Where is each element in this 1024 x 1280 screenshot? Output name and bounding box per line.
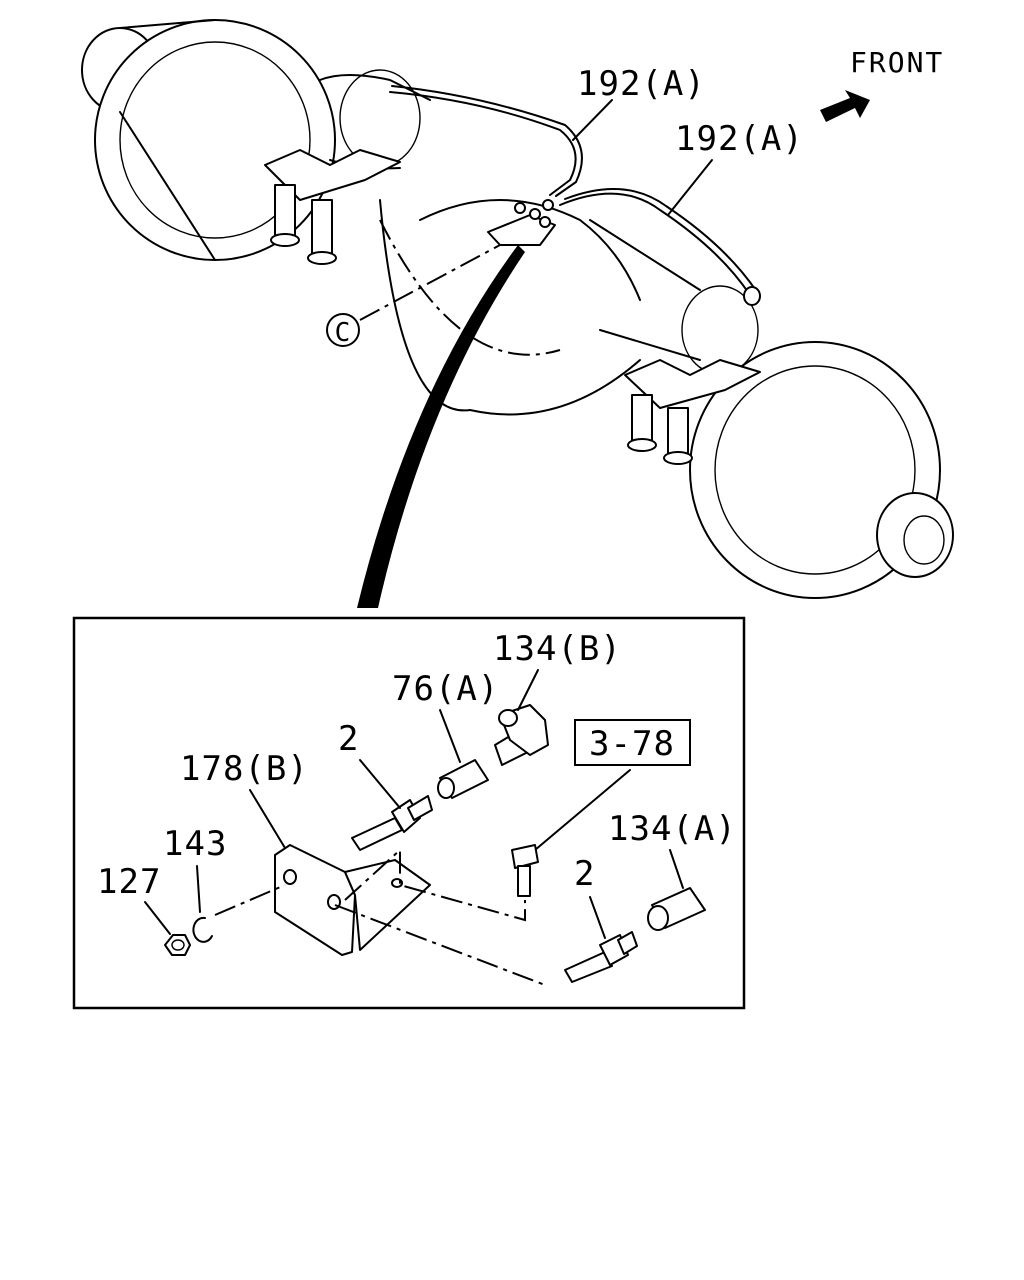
ref-box-label: 3-78: [589, 724, 675, 764]
leader-union-left: [359, 759, 401, 809]
front-label: FRONT: [850, 46, 944, 79]
label-nut: 127: [97, 862, 161, 902]
spring-seat-right: [624, 359, 761, 465]
leader-nut: [144, 901, 171, 935]
three-way-fitting: [487, 199, 556, 246]
callout-c-circle: [326, 313, 360, 347]
leader-union-right: [589, 896, 606, 939]
leader-pipe-right: [667, 159, 713, 216]
spring-seat-left: [264, 149, 401, 265]
ref-box: [574, 719, 691, 766]
label-connector-76: 76(A): [392, 669, 499, 709]
leader-ref-box: [534, 769, 631, 851]
label-union-right: 2: [574, 854, 595, 894]
axle-assembly: C: [81, 19, 954, 608]
leader-hose-end: [669, 849, 684, 889]
union-left: [351, 795, 433, 851]
label-pipe-right: 192(A): [675, 119, 804, 159]
right-hub: [689, 341, 954, 599]
leader-connector-76: [439, 709, 461, 763]
axle-tube-right: [589, 219, 759, 375]
label-hose-end: 134(A): [608, 809, 737, 849]
detail-leader-arrow: [357, 245, 525, 608]
washer: [192, 916, 213, 943]
label-washer: 143: [163, 824, 227, 864]
callout-c-label: C: [335, 318, 352, 348]
callout-c-leader: [359, 244, 501, 321]
brake-pipe-right: [559, 188, 761, 306]
label-bracket: 178(B): [180, 749, 309, 789]
detail-box: [72, 616, 746, 1010]
label-union-left: 2: [338, 719, 359, 759]
label-hose-elbow: 134(B): [493, 629, 622, 669]
hose-end: [647, 887, 706, 931]
union-right: [564, 931, 638, 983]
hose-elbow: [494, 704, 549, 766]
label-pipe-left: 192(A): [577, 64, 706, 104]
bolt: [511, 844, 539, 897]
leader-hose-elbow: [517, 669, 539, 711]
leader-pipe-left: [572, 99, 613, 141]
nut: [164, 934, 191, 956]
left-hub: [81, 19, 336, 261]
leader-washer: [196, 865, 201, 913]
brake-pipe-left: [389, 85, 583, 197]
assembly-line-bolt: [344, 847, 526, 922]
front-arrow-icon: [820, 90, 870, 122]
assembly-line-washer: [214, 884, 286, 916]
bracket: [274, 844, 431, 956]
leader-bracket: [249, 789, 286, 849]
connector-76: [437, 759, 489, 799]
